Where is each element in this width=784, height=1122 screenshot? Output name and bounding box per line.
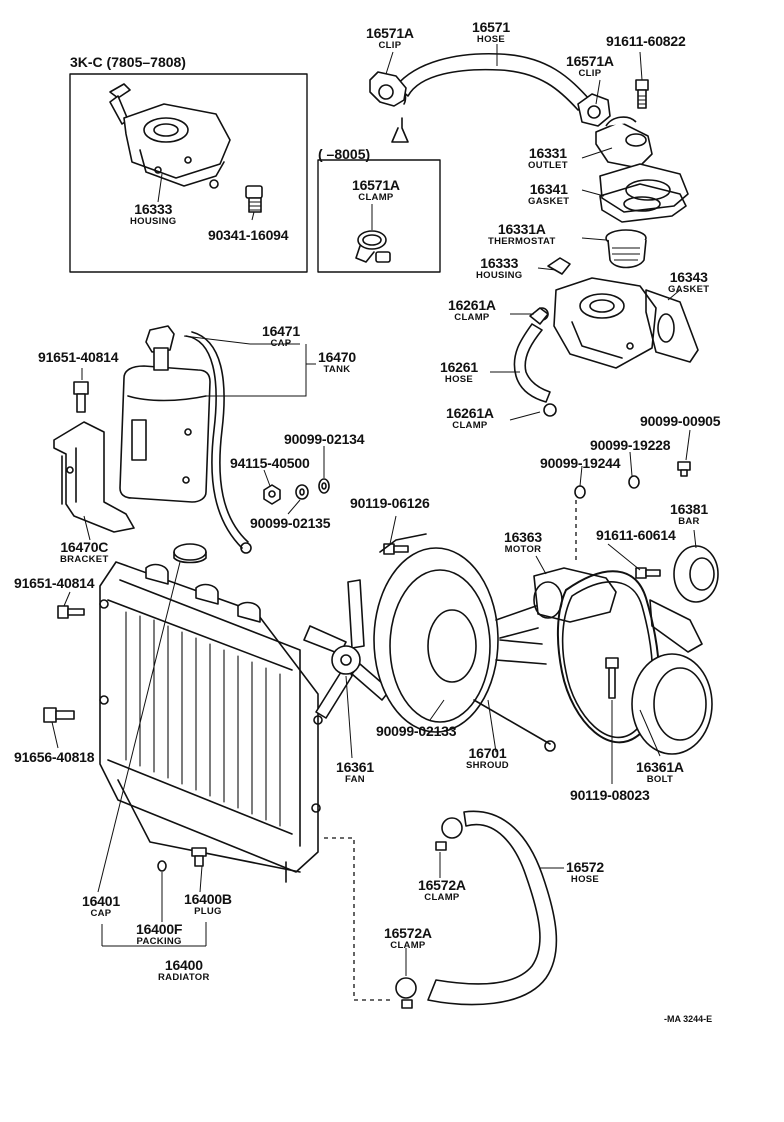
washer-90099-02135-drawing bbox=[295, 484, 309, 500]
label-91611-60822: 91611-60822 bbox=[606, 33, 686, 49]
nut-94115-drawing bbox=[263, 484, 281, 505]
radiator-cap-drawing bbox=[173, 543, 207, 564]
housing-16333-drawing bbox=[547, 257, 657, 369]
washer-90099-02134-drawing bbox=[318, 478, 330, 494]
label-90119-08023: 90119-08023 bbox=[570, 787, 650, 803]
tank-bracket-drawing bbox=[53, 421, 135, 533]
variant-box-8005 bbox=[317, 159, 441, 273]
water-outlet-drawing bbox=[595, 116, 689, 213]
label-90099-02135: 90099-02135 bbox=[250, 515, 331, 531]
variant-8005-title: ( –8005) bbox=[318, 146, 371, 162]
shroud-drawing bbox=[373, 533, 556, 752]
leader-lines bbox=[51, 44, 697, 976]
label-91656-40818: 91656-40818 bbox=[14, 749, 95, 765]
gasket-16341-drawing bbox=[599, 183, 687, 223]
variant-3kc-title: 3K-C (7805–7808) bbox=[70, 54, 186, 70]
dashed-route-lower-hose bbox=[324, 837, 392, 1001]
label-90099-02134: 90099-02134 bbox=[284, 431, 365, 447]
label-90099-02133: 90099-02133 bbox=[376, 723, 457, 739]
radiator-drawing bbox=[99, 561, 323, 883]
housing-3kc-drawing bbox=[109, 83, 231, 189]
label-90099-19228: 90099-19228 bbox=[590, 437, 671, 453]
fan-drawing bbox=[303, 579, 391, 719]
label-90099-00905: 90099-00905 bbox=[640, 413, 721, 429]
upper-hose-drawing bbox=[369, 52, 611, 143]
label-91651-40814-upper: 91651-40814 bbox=[38, 349, 119, 365]
bolt-91651-40814-b-drawing bbox=[57, 605, 85, 619]
label-94115-40500: 94115-40500 bbox=[230, 455, 310, 471]
label-90341-16094: 90341-16094 bbox=[208, 227, 289, 243]
bolt-91656-40818-drawing bbox=[43, 707, 75, 723]
label-91651-40814-lower: 91651-40814 bbox=[14, 575, 95, 591]
reservoir-tank-drawing bbox=[119, 325, 252, 554]
label-91611-60614: 91611-60614 bbox=[596, 527, 676, 543]
fan-motor-drawing bbox=[495, 567, 617, 639]
bolt-91651-40814-a-drawing bbox=[73, 381, 89, 413]
bolt-91611-60822-drawing bbox=[635, 79, 649, 109]
small-clip-top-drawing bbox=[529, 307, 549, 325]
packing-drawing bbox=[157, 860, 167, 872]
plug-bolt-90341-drawing bbox=[245, 185, 263, 213]
bar-bracket-drawing bbox=[631, 545, 719, 755]
washers-right-drawing bbox=[574, 461, 691, 499]
catalog-code: -MA 3244-E bbox=[664, 1014, 713, 1024]
gasket-16343-drawing bbox=[645, 289, 699, 363]
lower-hose-drawing bbox=[395, 810, 558, 1009]
drain-plug-drawing bbox=[191, 847, 207, 867]
label-90099-19244: 90099-19244 bbox=[540, 455, 621, 471]
variant-box-3kc bbox=[69, 73, 308, 273]
clamp-16571A-box-drawing bbox=[355, 230, 391, 263]
bypass-hose-16261-drawing bbox=[513, 307, 557, 417]
bolt-91611-60614-drawing bbox=[635, 567, 661, 579]
thermostat-drawing bbox=[605, 229, 647, 269]
bolt-16361A-drawing bbox=[605, 657, 619, 699]
label-90119-06126: 90119-06126 bbox=[350, 495, 430, 511]
